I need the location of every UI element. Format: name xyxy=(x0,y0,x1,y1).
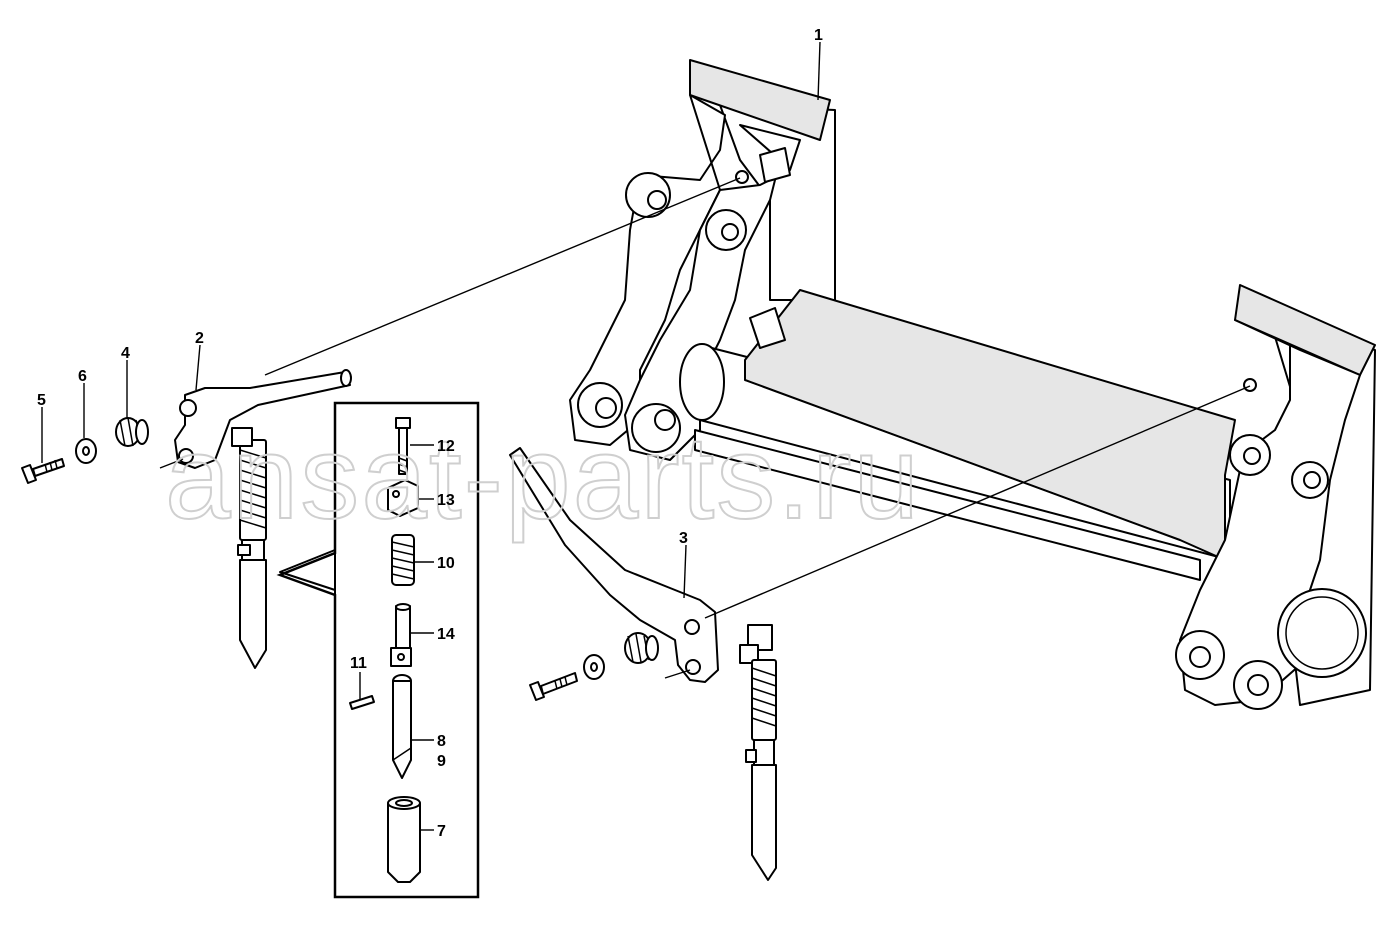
callout-10: 10 xyxy=(437,555,455,572)
locking-pin-left xyxy=(231,427,267,669)
callout-5: 5 xyxy=(37,392,46,409)
detail-inset xyxy=(276,401,480,899)
callout-9: 9 xyxy=(437,753,446,770)
callout-7: 7 xyxy=(437,823,446,840)
bushing-7 xyxy=(387,796,421,883)
spring-left xyxy=(115,417,149,447)
callout-14: 14 xyxy=(437,626,455,643)
callout-13: 13 xyxy=(437,492,455,509)
callout-12: 12 xyxy=(437,438,455,455)
locking-lever-left xyxy=(159,369,352,469)
block-13 xyxy=(387,479,419,517)
screw-12 xyxy=(395,417,411,475)
callout-4: 4 xyxy=(121,345,130,362)
bolt-left xyxy=(21,458,65,484)
callout-labels: 1 2 3 4 5 6 12 13 10 14 11 8 9 7 xyxy=(37,27,823,840)
rod-8-9 xyxy=(392,674,412,779)
callout-2: 2 xyxy=(195,330,204,347)
callout-6: 6 xyxy=(78,368,87,385)
locking-lever-right xyxy=(509,447,719,683)
callout-11: 11 xyxy=(350,655,367,672)
spring-right xyxy=(624,632,659,664)
quick-coupler-frame xyxy=(569,59,1376,710)
sleeve-14 xyxy=(390,603,412,667)
watermark-text: ansat-parts.ru xyxy=(165,412,921,544)
callout-8: 8 xyxy=(437,733,446,750)
spring-10 xyxy=(391,534,415,586)
bolt-right xyxy=(529,672,578,701)
callout-1: 1 xyxy=(814,27,823,44)
pin-11 xyxy=(349,695,375,710)
callout-3: 3 xyxy=(679,530,688,547)
assembly-lines xyxy=(41,41,1251,619)
washer-left xyxy=(75,438,97,464)
washer-right xyxy=(583,654,605,680)
locking-pin-right xyxy=(739,624,777,881)
